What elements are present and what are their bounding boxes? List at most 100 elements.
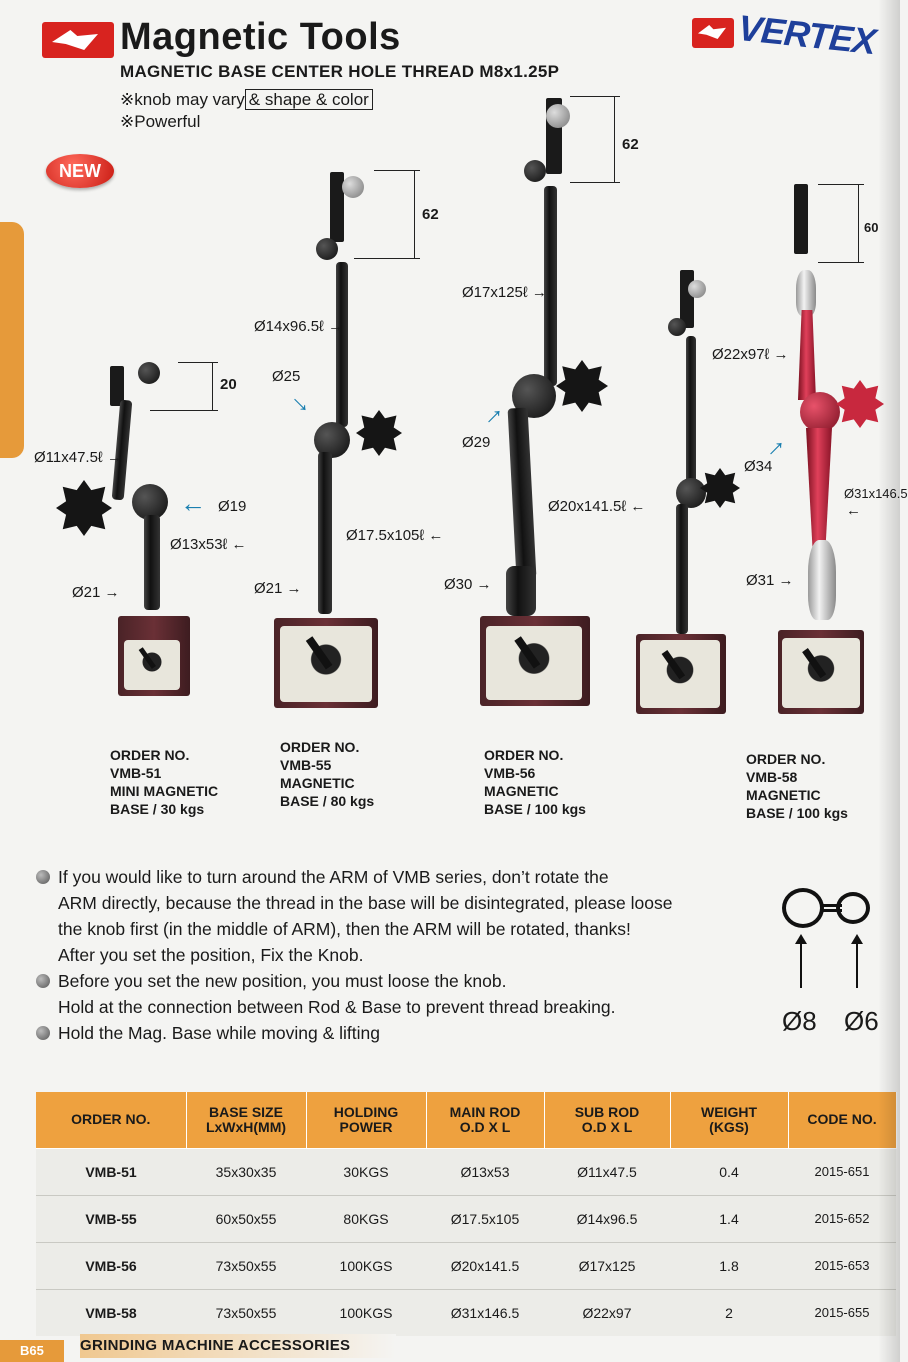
col-order-no: ORDER NO. xyxy=(36,1092,187,1148)
cell: 35x30x35 xyxy=(186,1147,306,1196)
cell: Ø31x146.5 xyxy=(426,1288,544,1336)
blue-arrow-icon: → xyxy=(283,381,324,421)
table-row: VMB-51 35x30x35 30KGS Ø13x53 Ø11x47.5 0.… xyxy=(36,1147,896,1196)
cell: 2015-652 xyxy=(788,1194,896,1243)
order-desc: BASE / 100 kgs xyxy=(484,801,586,817)
order-label: ORDER NO. xyxy=(110,747,190,763)
col-weight: WEIGHT(KGS) xyxy=(670,1092,789,1148)
note-knob-text: ※knob may vary xyxy=(120,90,245,109)
red-sub-rod xyxy=(798,310,816,400)
clamp-diagram: Ø8 Ø6 xyxy=(776,884,886,1036)
cell: VMB-55 xyxy=(36,1194,186,1243)
cell: 1.4 xyxy=(670,1194,788,1243)
cell: 30KGS xyxy=(306,1147,426,1196)
dim-joint: Ø29 xyxy=(462,434,491,451)
center-knob-icon xyxy=(836,380,884,428)
cell: 2015-651 xyxy=(788,1147,896,1196)
red-main-rod xyxy=(806,428,832,548)
blue-arrow-icon: ← xyxy=(180,488,206,518)
chrome-collar xyxy=(796,270,816,316)
note-line: Before you set the new position, you mus… xyxy=(58,971,507,991)
dim-base-dia: Ø21 xyxy=(72,584,120,601)
clamp-knob xyxy=(668,318,686,336)
brand-logo: VERTEX xyxy=(692,7,892,62)
cell: 1.8 xyxy=(670,1241,788,1290)
order-model: VMB-55 xyxy=(280,757,332,773)
note-line: After you set the position, Fix the Knob… xyxy=(58,945,364,965)
dim-height: 60 xyxy=(864,220,879,235)
bullet-icon xyxy=(36,974,50,988)
note-knob-boxed: & shape & color xyxy=(244,89,373,110)
bullet-icon xyxy=(36,1026,50,1040)
order-label: ORDER NO. xyxy=(484,747,564,763)
order-model: VMB-56 xyxy=(484,765,536,781)
cell: Ø13x53 xyxy=(426,1147,544,1196)
note-line: the knob first (in the middle of ARM), t… xyxy=(58,919,631,939)
cell: 2 xyxy=(670,1288,788,1336)
on-off-dial xyxy=(124,640,180,690)
order-model: VMB-51 xyxy=(110,765,162,781)
cell: Ø20x141.5 xyxy=(426,1241,544,1290)
dim-main-rod: Ø13x53ℓ xyxy=(170,536,247,553)
arrow-left-icon: ← xyxy=(846,502,861,519)
page-subtitle: MAGNETIC BASE CENTER HOLE THREAD M8x1.25… xyxy=(120,62,560,81)
table-row: VMB-56 73x50x55 100KGS Ø20x141.5 Ø17x125… xyxy=(36,1241,896,1290)
dim-base-dia: Ø30 xyxy=(444,576,492,593)
col-code-no: CODE NO. xyxy=(788,1092,897,1148)
dim-joint: Ø25 xyxy=(272,368,301,385)
dim-base-dia: Ø21 xyxy=(254,580,302,597)
page-title: Magnetic Tools xyxy=(120,16,401,58)
brand-name: VERTEX xyxy=(736,6,878,63)
bird-icon xyxy=(698,25,726,39)
diagram-label-6: Ø6 xyxy=(844,1006,879,1036)
main-rod xyxy=(318,452,332,614)
sub-rod xyxy=(686,336,696,486)
clamp-knob xyxy=(524,160,546,182)
usage-notes: If you would like to turn around the ARM… xyxy=(36,864,756,1046)
cell: 60x50x55 xyxy=(186,1194,306,1243)
connector-bar xyxy=(820,904,842,912)
cell: VMB-58 xyxy=(36,1288,186,1336)
blue-arrow-icon: → xyxy=(470,393,511,433)
note-knob: ※knob may vary& shape & color xyxy=(120,89,373,110)
cell: 73x50x55 xyxy=(186,1288,306,1336)
order-desc: BASE / 100 kgs xyxy=(746,805,848,821)
cell: Ø22x97 xyxy=(544,1288,670,1336)
center-joint xyxy=(132,484,168,520)
order-desc: BASE / 80 kgs xyxy=(280,793,375,809)
order-desc: MAGNETIC xyxy=(484,783,559,799)
order-desc: MAGNETIC xyxy=(746,787,821,803)
arrow-up-icon xyxy=(795,934,807,988)
holder-ball xyxy=(546,104,570,128)
dim-main-rod: Ø31x146.5 xyxy=(844,486,908,501)
cell: 73x50x55 xyxy=(186,1241,306,1290)
cell: Ø11x47.5 xyxy=(544,1147,670,1196)
main-rod xyxy=(676,504,688,634)
center-knob-icon xyxy=(700,468,740,508)
section-title: GRINDING MACHINE ACCESSORIES xyxy=(80,1334,396,1358)
diagram-label-8: Ø8 xyxy=(782,1006,817,1036)
dim-main-rod: Ø20x141.5ℓ xyxy=(548,498,645,515)
on-off-dial xyxy=(782,638,860,708)
cell: 100KGS xyxy=(306,1241,426,1290)
order-model: VMB-58 xyxy=(746,769,798,785)
table-row: VMB-58 73x50x55 100KGS Ø31x146.5 Ø22x97 … xyxy=(36,1288,896,1336)
cell: 2015-655 xyxy=(788,1288,896,1336)
dim-sub-rod: Ø14x96.5ℓ xyxy=(254,318,343,335)
dim-joint: Ø19 xyxy=(218,498,247,515)
page-number: B65 xyxy=(0,1340,64,1362)
order-desc: MINI MAGNETIC xyxy=(110,783,219,799)
cell: Ø14x96.5 xyxy=(544,1194,670,1243)
order-info-vmb-56: ORDER NO. VMB-56 MAGNETIC BASE / 100 kgs xyxy=(484,746,586,818)
small-ring-icon xyxy=(836,892,870,924)
order-info-vmb-51: ORDER NO. VMB-51 MINI MAGNETIC BASE / 30… xyxy=(110,746,218,818)
order-info-vmb-58: ORDER NO. VMB-58 MAGNETIC BASE / 100 kgs xyxy=(746,750,848,822)
on-off-dial xyxy=(280,626,372,702)
brand-bird-box xyxy=(692,18,734,48)
